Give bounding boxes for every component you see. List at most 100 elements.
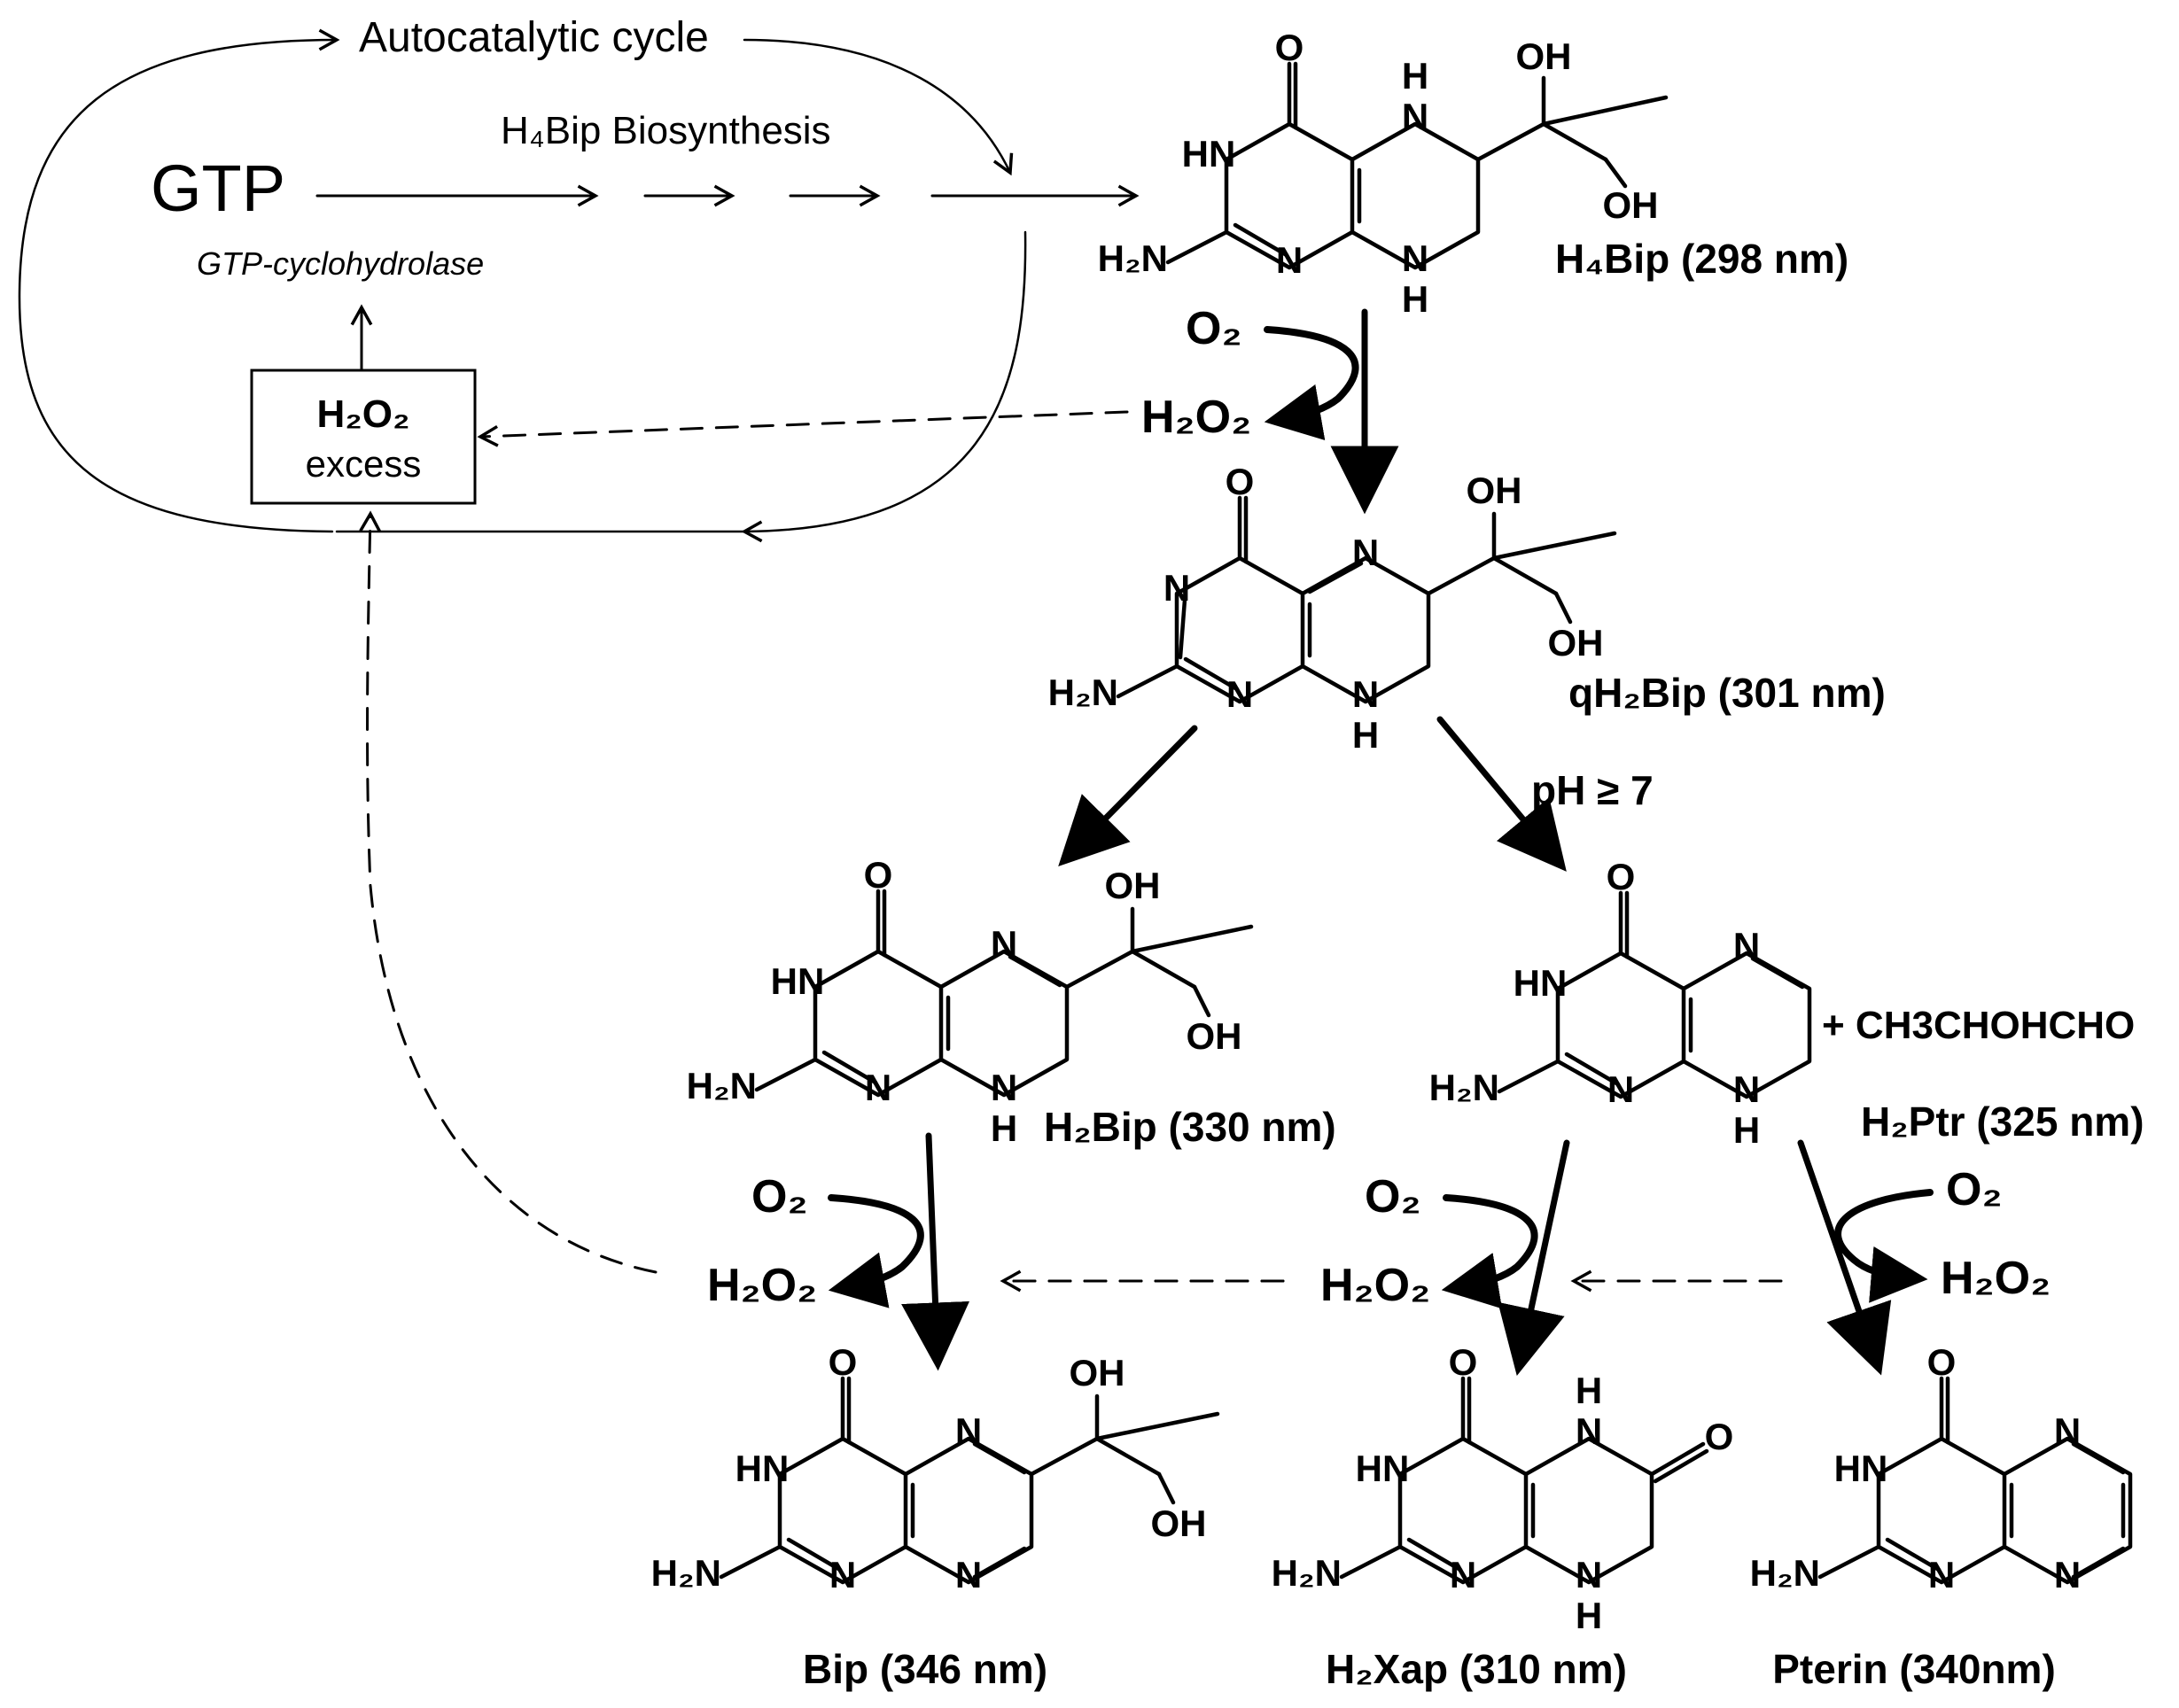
o2-label-3: O₂ (1365, 1171, 1421, 1223)
o2-label-2: O₂ (751, 1171, 808, 1223)
molecule-h4bip: O HN N N H N H H₂N OH OH H₄Bip (298 nm) (1098, 27, 1849, 320)
svg-text:H: H (1402, 278, 1428, 320)
cycle-arc-top-right (743, 38, 1014, 176)
h2o2-label-1: H₂O₂ (1141, 392, 1251, 443)
molecule-pterin: O HN N N N H₂N Pterin (340nm) (1750, 1341, 2133, 1692)
ph-condition-label: pH ≥ 7 (1531, 767, 1654, 813)
svg-text:N: N (1163, 567, 1190, 609)
enzyme-label: GTP-cyclohydrolase (197, 245, 484, 282)
svg-text:OH: OH (1516, 35, 1572, 77)
label-pterin: Pterin (340nm) (1772, 1646, 2056, 1692)
svg-text:N: N (1450, 1554, 1476, 1595)
h2o2-excess-sub: excess (306, 443, 422, 485)
svg-text:N: N (1576, 1410, 1602, 1452)
svg-text:N: N (1402, 96, 1428, 137)
oxidation-step-h2bip: O₂ H₂O₂ (707, 1132, 970, 1371)
svg-text:N: N (1733, 925, 1760, 967)
h2o2-excess-box (250, 369, 477, 505)
arrow-qh2bip-to-h2bip (1058, 725, 1198, 866)
svg-text:O: O (1607, 856, 1636, 897)
feedback-dashed-arrow-left (359, 510, 658, 1274)
molecule-qh2bip: O N N N N H H₂N OH OH qH₂Bip (301 nm) (1048, 461, 1886, 756)
arrow-h2bip-to-bip (901, 1132, 970, 1371)
svg-text:HN: HN (771, 960, 825, 1002)
cycle-arc-right (741, 230, 1027, 543)
branch-arrows: pH ≥ 7 (1058, 716, 1654, 872)
svg-text:HN: HN (735, 1448, 790, 1489)
svg-text:H: H (1576, 1595, 1602, 1636)
gtp-label: GTP (151, 151, 285, 225)
svg-text:H₂N: H₂N (1429, 1067, 1499, 1108)
svg-text:H₂N: H₂N (651, 1552, 721, 1594)
feedback-dashed-arrow-top (477, 410, 1129, 447)
molecule-h2xap: O HN N N H N H H₂N O H₂Xap (310 nm) (1272, 1341, 1734, 1692)
svg-text:N: N (2054, 1554, 2081, 1595)
svg-text:HN: HN (1356, 1448, 1410, 1489)
svg-text:HN: HN (1514, 962, 1568, 1004)
label-h4bip: H₄Bip (298 nm) (1555, 236, 1848, 282)
svg-text:N: N (1928, 1554, 1955, 1595)
curved-arrow-3 (1441, 1194, 1538, 1309)
svg-text:N: N (1352, 532, 1379, 573)
oxidation-step-h2xap: O₂ H₂O₂ (1000, 1139, 1570, 1377)
svg-text:H₂N: H₂N (1048, 672, 1118, 713)
molecule-h2bip: O HN N N N H H₂N OH OH H₂Bip (330 nm) (687, 854, 1336, 1150)
svg-text:N: N (1352, 673, 1379, 715)
svg-text:N: N (955, 1554, 982, 1595)
o2-label-4: O₂ (1946, 1164, 2003, 1215)
svg-text:N: N (2054, 1410, 2081, 1452)
svg-text:H₂N: H₂N (1098, 237, 1168, 279)
svg-text:N: N (1276, 239, 1303, 281)
svg-text:O: O (1449, 1341, 1478, 1383)
svg-text:N: N (1607, 1068, 1634, 1110)
h2o2-label-4: H₂O₂ (1941, 1253, 2051, 1304)
svg-text:O: O (1705, 1416, 1734, 1457)
molecule-h2ptr: O HN N N N H H₂N + CH3CHOHCHO H₂Ptr (325… (1429, 856, 2144, 1151)
svg-text:N: N (1733, 1068, 1760, 1110)
arrow-qh2bip-to-h2ptr (1436, 716, 1567, 872)
svg-text:H: H (1576, 1370, 1602, 1411)
svg-text:OH: OH (1151, 1502, 1207, 1544)
label-bip: Bip (346 nm) (803, 1646, 1047, 1692)
oxidation-step-pterin: O₂ H₂O₂ (1570, 1139, 2051, 1376)
svg-text:HN: HN (1834, 1448, 1888, 1489)
svg-text:H₂N: H₂N (1750, 1552, 1820, 1594)
svg-text:OH: OH (1603, 184, 1659, 226)
svg-text:N: N (865, 1067, 891, 1108)
label-h2xap: H₂Xap (310 nm) (1326, 1646, 1627, 1692)
label-h2ptr: H₂Ptr (325 nm) (1861, 1099, 2144, 1145)
svg-text:H: H (991, 1107, 1017, 1149)
svg-text:OH: OH (1070, 1352, 1125, 1394)
curved-arrow-1 (1264, 326, 1359, 440)
svg-text:N: N (955, 1410, 982, 1452)
svg-text:HN: HN (1182, 133, 1236, 175)
o2-label-1: O₂ (1186, 303, 1242, 354)
svg-text:O: O (864, 854, 893, 896)
autocatalytic-cycle: Autocatalytic cycle H₄Bip Biosynthesis G… (18, 14, 1140, 1274)
svg-text:O: O (1927, 1341, 1957, 1383)
svg-text:OH: OH (1187, 1015, 1242, 1057)
svg-text:OH: OH (1548, 622, 1604, 664)
svg-text:N: N (1402, 237, 1428, 279)
label-h2bip: H₂Bip (330 nm) (1044, 1104, 1336, 1150)
svg-text:H: H (1733, 1109, 1760, 1151)
svg-text:N: N (991, 1067, 1017, 1108)
label-qh2bip: qH₂Bip (301 nm) (1568, 670, 1886, 716)
svg-text:OH: OH (1105, 865, 1161, 906)
curved-arrow-4 (1834, 1189, 1934, 1303)
svg-text:O: O (1226, 461, 1255, 502)
svg-text:N: N (991, 923, 1017, 965)
molecule-bip: O HN N N N H₂N OH OH Bip (346 nm) (651, 1341, 1220, 1692)
svg-text:N: N (1226, 673, 1253, 715)
curved-arrow-2 (828, 1194, 924, 1308)
svg-text:O: O (1275, 27, 1304, 68)
svg-text:N: N (829, 1554, 856, 1595)
cycle-arc-top-left (18, 28, 340, 533)
h2o2-label-2: H₂O₂ (707, 1260, 817, 1311)
svg-text:H: H (1402, 55, 1428, 97)
svg-text:O: O (829, 1341, 858, 1383)
oxidation-step-1: O₂ H₂O₂ (1141, 303, 1399, 515)
svg-text:H₂N: H₂N (687, 1065, 757, 1106)
arrow-h2ptr-to-pterin (1797, 1139, 1892, 1376)
